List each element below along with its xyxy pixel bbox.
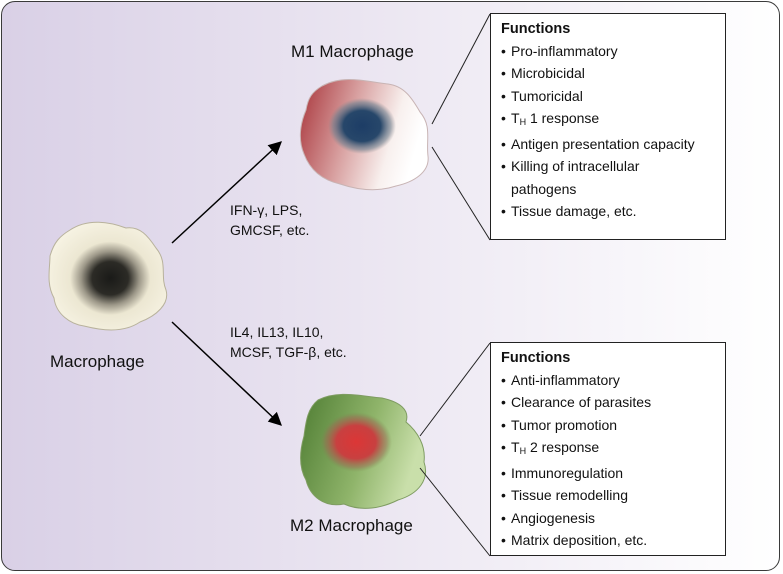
m2-macrophage-cell [300,393,426,509]
m2-function-item: • Matrix deposition, etc. [501,529,715,551]
m2-function-text: Anti-inflammatory [511,372,620,388]
m1-stimuli-line-2: GMCSF, etc. [230,222,310,238]
bullet-icon: • [501,65,506,82]
m2-function-prefix: T [511,438,520,455]
bullet-icon: • [501,87,506,104]
m2-stimuli-line-1: IL4, IL13, IL10, [230,324,324,340]
arrow-to-m2 [171,321,282,426]
m2-function-text: Matrix deposition, etc. [511,532,648,549]
bullet-icon: • [501,487,506,504]
bullet-icon: • [501,372,506,388]
m2-function-item: • Tumor promotion [501,414,715,436]
m1-function-item: • Pro-inflammatory [501,40,715,62]
m2-callout-line-top [419,342,491,437]
m2-stimuli-line-2: MCSF, TGF-β, etc. [230,344,347,360]
m2-function-subscript: H [519,445,527,456]
macrophage-label: Macrophage [50,352,145,371]
m2-function-item: • Tissue remodelling [501,484,715,506]
m2-function-text: Tissue remodelling [511,487,628,504]
bullet-icon: • [501,394,506,411]
bullet-icon: • [501,416,506,433]
naive-macrophage-cell [48,221,168,331]
arrow-to-m1 [171,141,282,244]
bullet-icon: • [501,158,506,175]
m1-function-prefix: T [511,109,520,126]
bullet-icon: • [501,532,506,549]
m1-function-item: • Killing of intracellular [501,155,715,177]
m2-function-item: • Anti-inflammatory [501,369,715,391]
m1-function-text: Microbicidal [511,65,585,82]
m1-stimuli: IFN-γ, LPS, GMCSF, etc. [230,200,309,240]
m1-title: M1 Macrophage [291,42,414,61]
m1-function-text: Tissue damage, etc. [511,203,637,220]
m2-function-text: Immunoregulation [511,465,624,482]
m2-function-text: 2 response [526,438,600,455]
m1-macrophage-cell [299,79,429,191]
m1-callout-line-bottom [431,146,491,241]
m2-functions-heading: Functions [501,350,571,366]
m1-function-item: • Antigen presentation capacity [501,133,715,155]
bullet-icon: • [501,509,506,526]
m1-function-text: pathogens [511,180,577,197]
m2-nucleus [320,412,392,472]
bullet-icon: • [501,43,506,59]
m1-function-text: 1 response [526,109,600,126]
m2-function-item: • TH 2 response [501,436,715,462]
bullet-icon: • [501,136,506,153]
m1-function-item: • Tissue damage, etc. [501,200,715,222]
m2-function-item: • Immunoregulation [501,462,715,484]
m2-functions-list: • Anti-inflammatory • Clearance of parasite… [501,369,715,551]
m2-function-text: Clearance of parasites [511,394,652,411]
m1-callout-line-top [431,13,491,125]
m1-functions-box: Functions • Pro-inflammatory • Microbicidal… [490,13,726,240]
m1-function-text: Killing of intracellular [511,158,640,175]
m1-functions-list: • Pro-inflammatory • Microbicidal • Tumoricid… [501,40,715,222]
m1-function-item: • Tumoricidal [501,85,715,107]
bullet-icon: • [501,465,506,482]
m2-function-item: • Angiogenesis [501,507,715,529]
m1-function-item: • TH 1 response [501,107,715,133]
m1-stimuli-line-1: IFN-γ, LPS, [230,202,303,218]
m2-callout-line-bottom [419,467,491,557]
m1-nucleus [328,98,396,154]
m1-function-text: Antigen presentation capacity [511,136,695,153]
m1-function-item: pathogens [501,178,715,200]
m2-function-item: • Clearance of parasites [501,391,715,413]
m1-functions-heading: Functions [501,21,571,37]
m2-function-text: Tumor promotion [511,416,618,433]
m1-function-text: Pro-inflammatory [511,43,618,59]
m1-function-text: Tumoricidal [511,87,583,104]
m2-function-text: Angiogenesis [511,509,596,526]
m2-stimuli: IL4, IL13, IL10, MCSF, TGF-β, etc. [230,322,347,362]
bullet-icon: • [501,438,506,455]
m2-title: M2 Macrophage [290,516,413,535]
bullet-icon: • [501,203,506,220]
m1-function-item: • Microbicidal [501,62,715,84]
m2-functions-box: Functions • Anti-inflammatory • Clearance o… [490,342,726,556]
bullet-icon: • [501,109,506,126]
m1-function-subscript: H [519,116,527,127]
